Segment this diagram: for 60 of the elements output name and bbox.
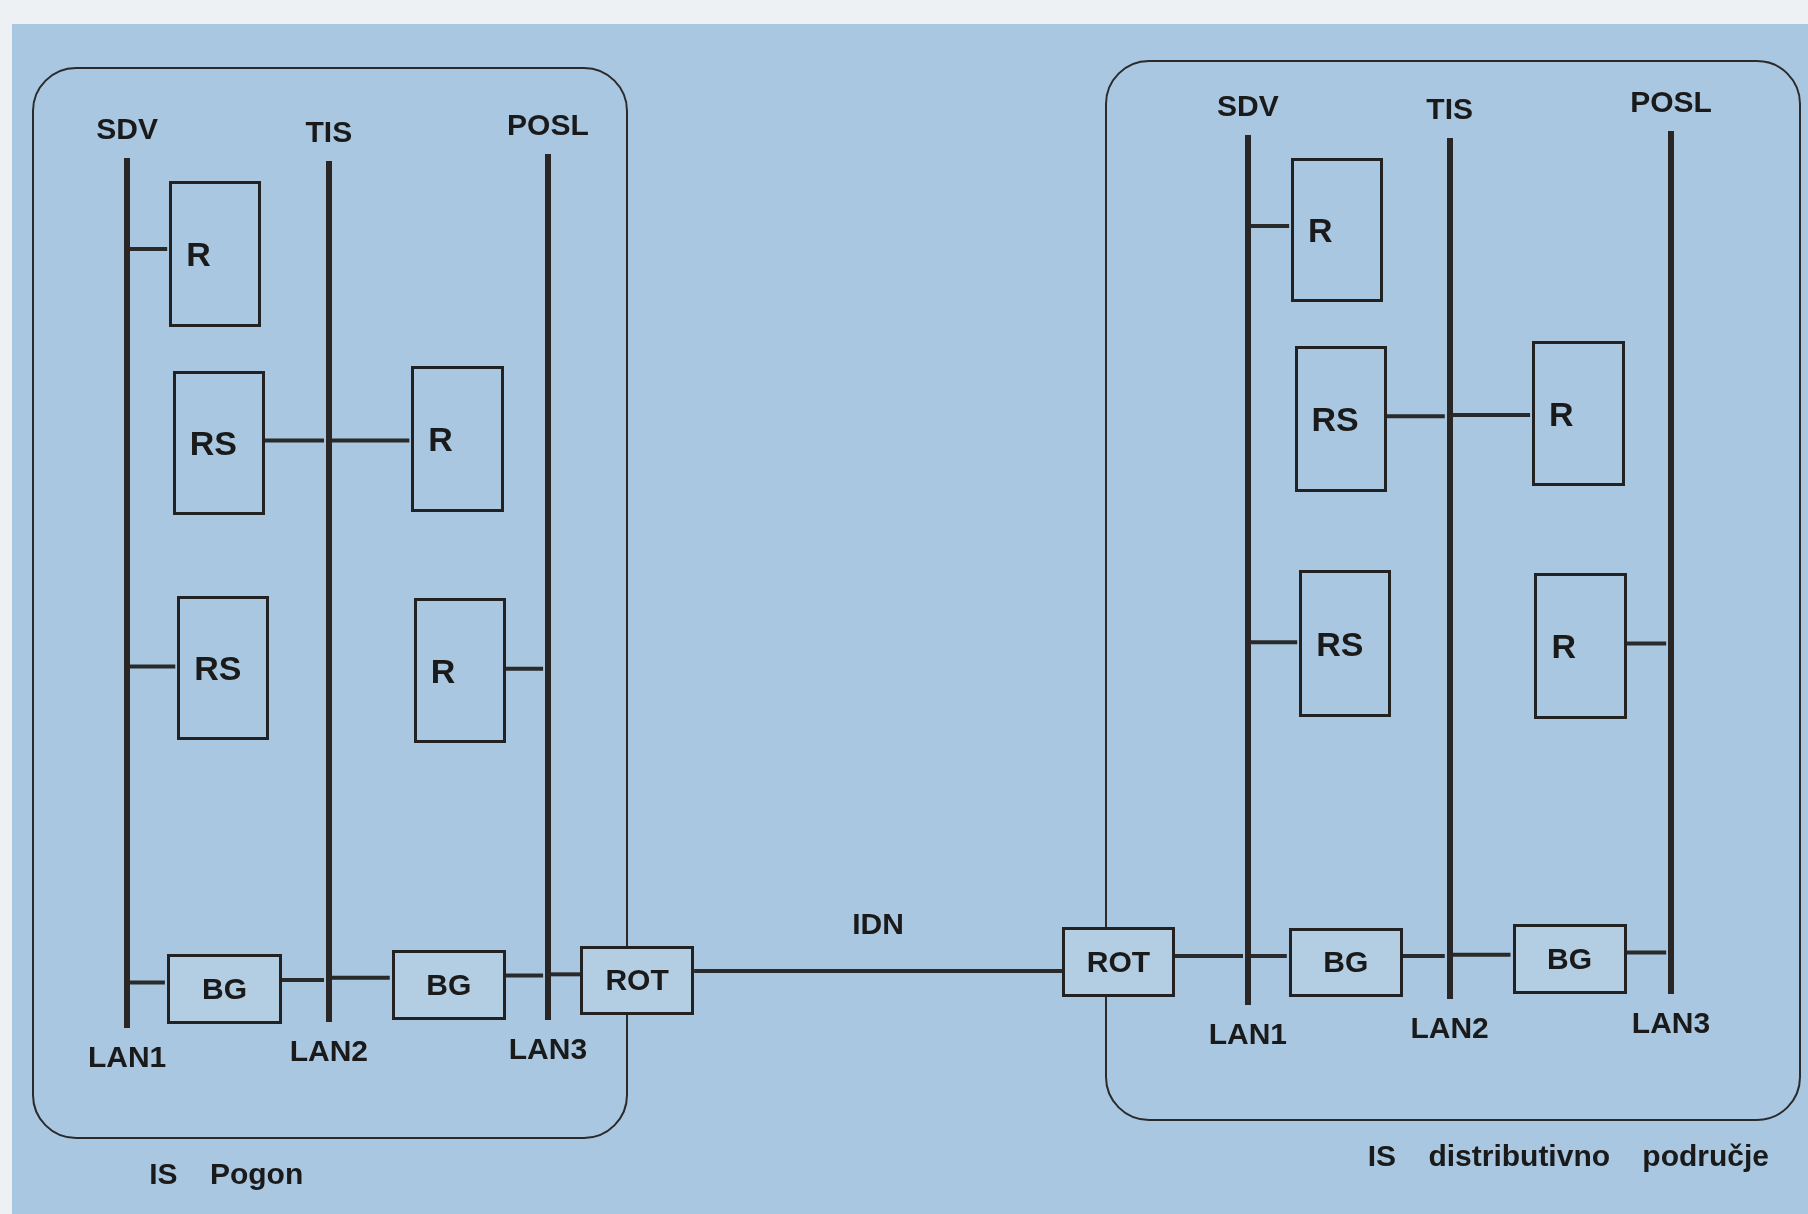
connection-line [329,438,410,443]
box-label: R [428,422,453,456]
box-label: R [186,236,211,271]
connection-line [329,975,390,980]
device-box [177,595,270,740]
connection-line [1248,224,1290,228]
gateway-box [1061,927,1175,998]
connection-line [694,968,1062,973]
gateway-box [580,945,695,1015]
gateway-box [391,949,506,1021]
bus-label: TIS [1426,94,1473,125]
box-label: RS [194,650,242,685]
box-label: R [1551,628,1576,663]
group-title: IS Pogon [149,1159,304,1190]
bus-label: LAN1 [87,1042,167,1073]
device-box [169,180,262,328]
connection-line [1450,952,1511,957]
connection-line [280,978,324,983]
connection-line [128,980,165,985]
bus-label: LAN3 [508,1034,588,1065]
box-label: R [1308,212,1333,247]
device-box [411,366,504,512]
bus-label: SDV [1217,90,1279,121]
connection-line [1450,413,1531,418]
bus-label: LAN1 [1208,1019,1288,1050]
device-box [1291,157,1384,302]
device-box [1532,341,1626,487]
bus-label: POSL [507,110,589,141]
device-box [1534,572,1627,720]
box-label: BG [426,969,472,1000]
group-title: IS distributivno područje [1367,1140,1770,1171]
gateway-box [1512,924,1627,994]
connection-line [548,972,580,977]
box-label: BG [202,974,247,1004]
gateway-box [1288,927,1403,998]
box-label: BG [1323,947,1369,978]
box-label: R [1549,396,1574,431]
connection-line [1174,953,1243,958]
bus-label: POSL [1630,87,1712,118]
connection-line [128,664,176,669]
box-label: RS [1311,401,1359,436]
device-box [1299,570,1392,717]
connection-line [1248,953,1287,958]
bus-label: LAN3 [1631,1007,1711,1038]
box-label: R [430,653,456,688]
box-label: BG [1547,944,1593,974]
box-label: ROT [1086,947,1151,978]
box-label: ROT [605,965,669,996]
bus-label: LAN2 [1410,1013,1489,1044]
device-box [413,598,506,744]
bus-label: TIS [305,117,353,148]
device-box [172,370,265,516]
box-label: RS [1316,626,1364,661]
bus-label: LAN2 [289,1036,369,1067]
gateway-box [166,954,283,1024]
bus-label: SDV [96,113,158,144]
connection-line [128,247,168,252]
device-box [1294,345,1387,493]
connection-line [1248,640,1298,645]
box-label: RS [189,426,237,461]
